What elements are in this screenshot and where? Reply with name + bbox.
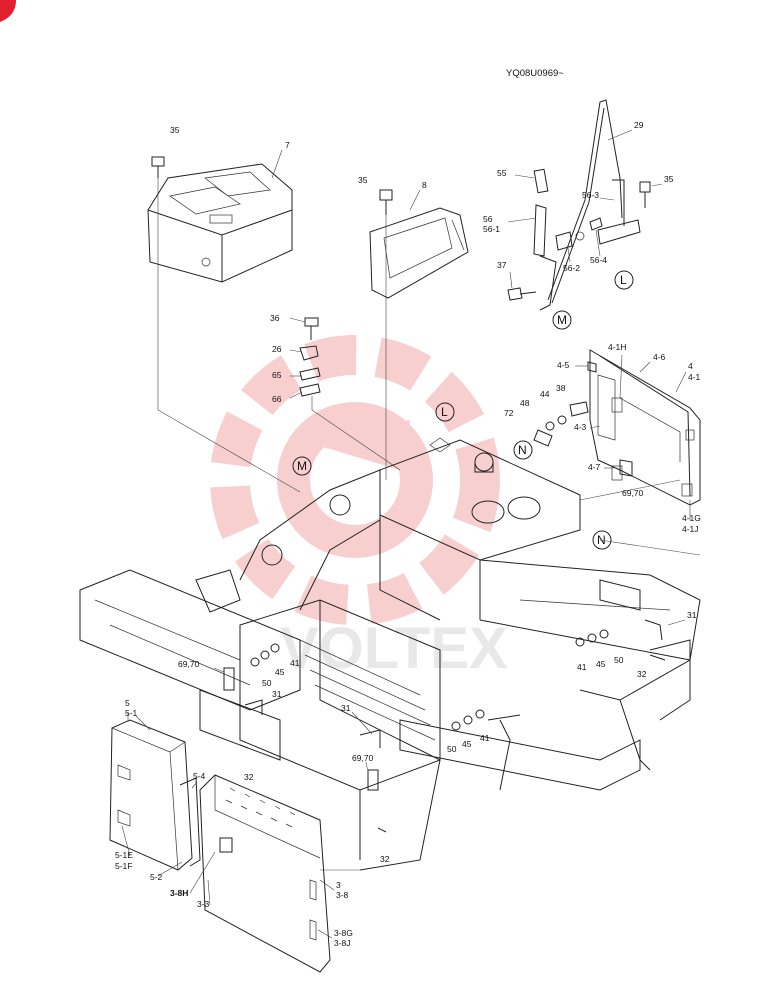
label-56-2: 56-2 [563,263,580,273]
callout-L-mid: L [441,405,448,419]
callout-M-mid: M [297,459,307,473]
callout-M-top: M [557,313,567,327]
part-5-panel [109,712,201,871]
label-3-8G: 3-8G [334,928,353,938]
part-8-panel [369,205,469,480]
label-5-1F: 5-1F [115,861,132,871]
callout-N-top: N [518,443,527,457]
label-29: 29 [634,120,644,130]
watermark-text: VOLTEX [280,616,508,681]
label-65: 65 [272,370,282,380]
label-4-6: 4-6 [653,352,666,362]
label-4-1H: 4-1H [608,342,626,352]
label-5-1: 5-1 [125,708,138,718]
part-4-cover [587,349,701,506]
label-26: 26 [272,344,282,354]
label-69-70-b: 69,70 [178,659,200,669]
part-29-handle [507,99,651,311]
label-56-1: 56-1 [483,224,500,234]
label-4-5: 4-5 [557,360,570,370]
label-31-c: 31 [341,703,351,713]
label-3-8J: 3-8J [334,938,351,948]
label-4-7: 4-7 [588,462,601,472]
label-4-3: 4-3 [574,422,587,432]
label-56-3: 56-3 [582,190,599,200]
label-leaders [121,129,691,939]
label-8: 8 [422,180,427,190]
label-41-a: 41 [290,658,300,668]
label-69-70-c: 69,70 [352,753,374,763]
label-55: 55 [497,168,507,178]
label-32-c: 32 [244,772,254,782]
parts-36-66-stack [299,317,401,471]
label-3-3: 3-3 [197,899,210,909]
label-45-b: 45 [596,659,606,669]
part-labels: 35 7 35 8 55 56 56-1 29 56-3 35 56-2 56-… [115,120,701,948]
callout-L-top: L [620,273,627,287]
label-72: 72 [504,408,514,418]
label-56-4: 56-4 [590,255,607,265]
frame-hardware [223,459,666,833]
label-4-1J: 4-1J [682,524,699,534]
label-3-8: 3-8 [336,890,349,900]
label-69-70-a: 69,70 [622,488,644,498]
part-3-panel [199,774,360,973]
label-35-a: 35 [170,125,180,135]
label-44: 44 [540,389,550,399]
label-38: 38 [556,383,566,393]
label-37: 37 [497,260,507,270]
label-35-c: 35 [664,174,674,184]
label-32-b: 32 [380,854,390,864]
label-41-c: 41 [480,733,490,743]
label-56: 56 [483,214,493,224]
label-35-b: 35 [358,175,368,185]
label-50-a: 50 [262,678,272,688]
main-frame [79,437,701,871]
label-3-8H: 3-8H [170,888,188,898]
label-41-b: 41 [577,662,587,672]
label-4-1: 4-1 [688,372,701,382]
label-5-4: 5-4 [193,771,206,781]
label-4: 4 [688,361,693,371]
label-3: 3 [336,880,341,890]
label-32-a: 32 [637,669,647,679]
label-50-c: 50 [447,744,457,754]
label-4-1G: 4-1G [682,513,701,523]
header-code: YQ08U0969~ [506,68,564,79]
label-7: 7 [285,140,290,150]
label-31-a: 31 [687,610,697,620]
label-45-a: 45 [275,667,285,677]
label-48: 48 [520,398,530,408]
label-45-c: 45 [462,739,472,749]
label-5-1E: 5-1E [115,850,133,860]
label-5-2: 5-2 [150,872,163,882]
label-50-b: 50 [614,655,624,665]
corner-mark-icon [0,0,16,22]
label-66: 66 [272,394,282,404]
part-7-cover [147,163,301,493]
label-5: 5 [125,698,130,708]
label-31-b: 31 [272,689,282,699]
label-36: 36 [270,313,280,323]
